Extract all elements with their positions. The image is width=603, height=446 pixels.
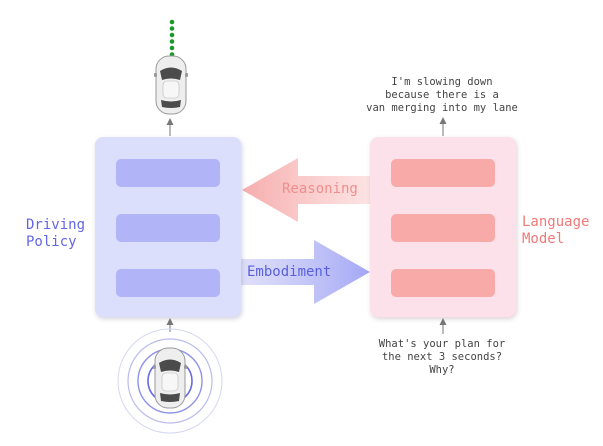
caption-line: What's your plan for: [378, 338, 506, 350]
language-model-label-line1: Language: [522, 214, 590, 230]
caption-line: van merging into my lane: [366, 102, 518, 114]
driving-policy-label: Driving Policy: [26, 217, 85, 251]
driving-policy-block: [95, 137, 241, 317]
trajectory-dots-icon: [169, 19, 175, 57]
policy-layer-3: [116, 269, 220, 297]
policy-to-car-connector: [166, 118, 174, 136]
user-question-caption: What's your plan for the next 3 seconds?…: [342, 338, 542, 377]
lm-layer-2: [391, 214, 495, 242]
language-model-label-line2: Model: [522, 231, 565, 247]
language-model-label: Language Model: [522, 214, 589, 248]
car-to-policy-connector: [166, 318, 174, 332]
embodiment-label: Embodiment: [247, 264, 332, 280]
embodiment-arrow: [241, 240, 370, 304]
car-sensing-icon: [117, 328, 223, 434]
caption-line: Why?: [429, 364, 455, 376]
caption-line: I'm slowing down: [391, 76, 493, 88]
language-model-block: [370, 137, 516, 317]
caption-line: the next 3 seconds?: [381, 351, 503, 363]
lm-layer-3: [391, 269, 495, 297]
policy-layer-2: [116, 214, 220, 242]
car-icon: [154, 55, 188, 115]
caption-line: because there is a: [385, 89, 499, 101]
driving-policy-label-line1: Driving: [26, 217, 86, 233]
lm-layer-1: [391, 159, 495, 187]
driving-policy-label-line2: Policy: [26, 234, 77, 250]
lm-to-caption-connector: [439, 117, 447, 136]
reasoning-label: Reasoning: [282, 181, 358, 197]
model-response-caption: I'm slowing down because there is a van …: [342, 76, 542, 115]
policy-layer-1: [116, 159, 220, 187]
reasoning-arrow: [242, 158, 370, 222]
caption-to-lm-connector: [439, 318, 447, 334]
